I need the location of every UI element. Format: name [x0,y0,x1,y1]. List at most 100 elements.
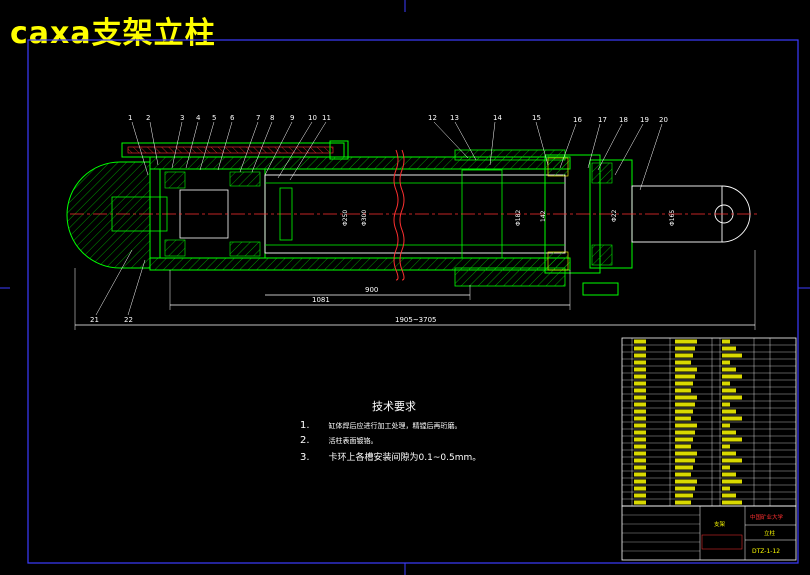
valve-tube-inner [127,146,334,154]
bom-cell-mark [675,353,693,358]
bom-cell-mark [634,374,646,379]
part-label: 13 [450,114,459,122]
bom-cell-mark [675,472,691,477]
tech-req-item: 2. 活柱表面镀铬。 [300,435,378,446]
bom-cell-mark [634,430,646,435]
bom-cell-mark [722,346,736,351]
part-label: 8 [270,114,274,122]
bom-cell-mark [722,353,742,358]
bom-cell-mark [722,458,742,463]
tech-req-num: 3. [300,452,310,463]
dim-22: Φ22 [611,209,618,222]
bom-cell-mark [634,416,646,421]
bom-cell-mark [675,437,693,442]
bom-cell-mark [675,444,691,449]
title-block-designer: 支架 [714,520,726,528]
inner-sleeve [111,196,168,232]
part-label: 9 [290,114,294,122]
tech-req-text: 缸体焊后应进行加工处理，精镗后再珩磨。 [328,422,462,430]
bom-cell-mark [634,493,646,498]
part-label: 19 [640,116,649,124]
top-cap-hatch [591,162,613,184]
bom-cell-mark [634,346,646,351]
part-label: 22 [124,316,133,324]
bom-cell-mark [634,353,646,358]
clamp-ring [582,282,619,296]
bom-cell-mark [722,451,736,456]
part-label: 21 [90,316,99,324]
bom-cell-mark [722,416,742,421]
bom-cell-mark [634,500,646,505]
bom-cell-mark [634,339,646,344]
bom-cell-mark [634,395,646,400]
bom-cell-mark [722,423,730,428]
piston-seal-hatch [164,239,186,257]
bom-cell-mark [634,388,646,393]
tech-req-text: 卡环上各槽安装间隙为0.1~0.5mm。 [328,453,482,463]
break-line [393,149,399,281]
guide-sleeve-bottom [454,267,566,287]
part-label: 18 [619,116,628,124]
break-line [399,149,405,281]
bom-cell-mark [675,388,691,393]
part-label: 12 [428,114,437,122]
part-label: 16 [573,116,582,124]
bom-cell-mark [675,416,691,421]
valve-tube [121,142,345,158]
bom-cell-mark [722,367,736,372]
bom-cell-mark [722,437,742,442]
bom-cell-mark [722,339,730,344]
bom-cell-mark [634,472,646,477]
piston-ring [229,171,261,187]
part-label: 4 [196,114,201,122]
part-label: 10 [308,114,317,122]
page-title: caxa支架立柱 [10,16,216,51]
port [279,187,293,241]
bom-cell-mark [722,360,730,365]
bom-cell-mark [675,479,697,484]
bom-cell-mark [722,500,742,505]
title-block: 中国矿业大学 立柱 DTZ-1-12 支架 [621,505,797,561]
bom-cell-mark [722,409,736,414]
bom-cell-mark [634,479,646,484]
part-label: 20 [659,116,668,124]
bom-cell-mark [675,360,691,365]
base-head [66,161,151,269]
part-label: 2 [146,114,150,122]
bom-cell-mark [675,423,697,428]
title-block-school: 中国矿业大学 [750,513,784,521]
leader-lines [95,121,663,316]
bom-cell-mark [722,381,730,386]
bom-cell-mark [675,381,693,386]
bom-cell-mark [634,458,646,463]
bom-cell-mark [634,444,646,449]
dim-total-length: 1905~3705 [395,316,437,324]
part-label: 17 [598,116,607,124]
bom-cell-mark [675,486,695,491]
valve-end [329,140,349,160]
tech-req-title: 技术要求 [372,400,416,413]
part-label: 11 [322,114,331,122]
bom-cell-mark [675,367,697,372]
part-label: 5 [212,114,216,122]
bom-cell-mark [675,458,695,463]
part-label: 7 [256,114,260,122]
bom-cell-mark [722,388,736,393]
bom-cell-mark [634,367,646,372]
tech-req-item: 3. 卡环上各槽安装间隙为0.1~0.5mm。 [300,450,481,463]
dim-142: 142 [540,210,547,222]
outer-frame [27,39,799,564]
part-label: 1 [128,114,132,122]
part-labels: 1 2 3 4 5 6 7 8 9 10 11 12 13 14 15 16 1… [90,114,668,324]
bom-cell-mark [722,374,742,379]
bom-cell-mark [675,374,695,379]
bom-cell-mark [675,500,691,505]
bom-cell-mark [722,493,736,498]
piston-seal-hatch [164,171,186,189]
piston-ring [229,241,261,257]
dim-182: Φ182 [515,210,522,226]
bom-cell-mark [722,395,742,400]
dim-1081: 1081 [312,296,330,304]
tech-req-num: 1. [300,420,310,431]
